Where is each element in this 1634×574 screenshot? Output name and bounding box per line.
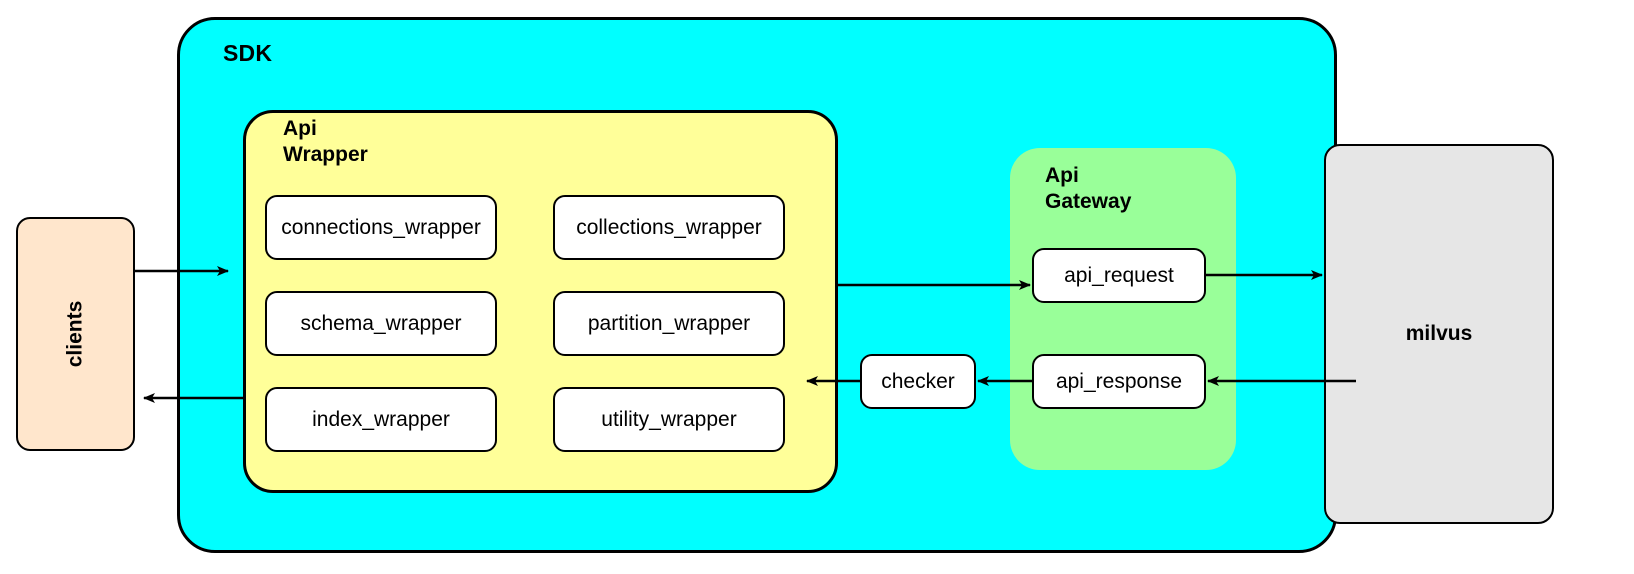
card-schema-wrapper[interactable]: schema_wrapper bbox=[265, 291, 497, 356]
api-wrapper-label-line-1: Api bbox=[283, 117, 317, 140]
sdk-label: SDK bbox=[223, 40, 273, 66]
card-partition-wrapper[interactable]: partition_wrapper bbox=[553, 291, 785, 356]
card-index-wrapper[interactable]: index_wrapper bbox=[265, 387, 497, 452]
milvus-node[interactable]: milvus bbox=[1324, 144, 1554, 524]
card-api-response[interactable]: api_response bbox=[1032, 354, 1206, 409]
clients-node[interactable]: clients bbox=[16, 217, 135, 451]
api-gateway-label: Api Gateway bbox=[1045, 163, 1195, 215]
api-gateway-label-line-2: Gateway bbox=[1045, 190, 1132, 213]
api-wrapper-label: Api Wrapper bbox=[283, 116, 443, 168]
api-gateway-container bbox=[1010, 148, 1236, 470]
api-gateway-label-line-1: Api bbox=[1045, 164, 1079, 187]
card-utility-wrapper[interactable]: utility_wrapper bbox=[553, 387, 785, 452]
card-api-request[interactable]: api_request bbox=[1032, 248, 1206, 303]
card-collections-wrapper[interactable]: collections_wrapper bbox=[553, 195, 785, 260]
card-checker[interactable]: checker bbox=[860, 354, 976, 409]
card-connections-wrapper[interactable]: connections_wrapper bbox=[265, 195, 497, 260]
api-wrapper-label-line-2: Wrapper bbox=[283, 143, 368, 166]
clients-label: clients bbox=[63, 300, 87, 368]
